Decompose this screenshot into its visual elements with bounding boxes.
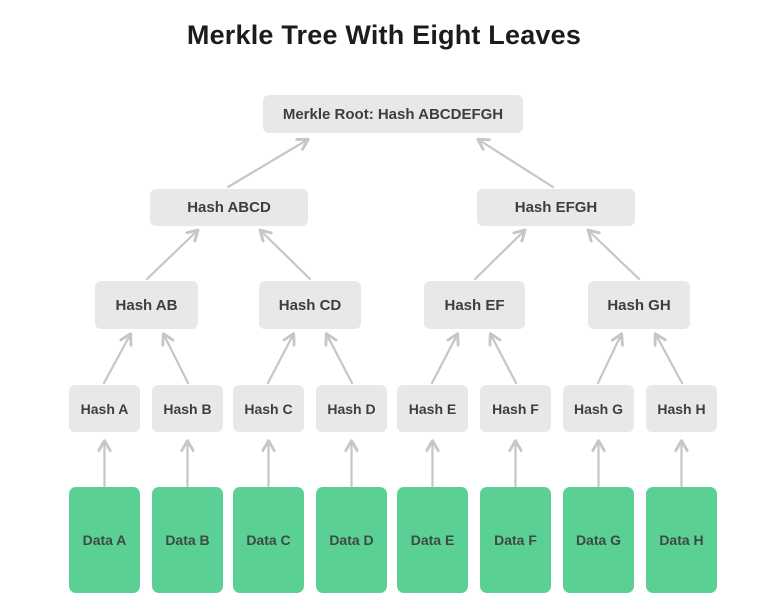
arrow-hashab-hashabcd (145, 228, 200, 281)
arrow-hashc-hashcd (266, 332, 296, 385)
node-hash-ab: Hash AB (95, 281, 198, 329)
node-data-g: Data G (563, 487, 634, 593)
arrow-hasha-hashab (102, 332, 133, 385)
node-data-d: Data D (316, 487, 387, 593)
arrow-hashabcd-root (226, 137, 310, 189)
node-data-c: Data C (233, 487, 304, 593)
node-hash-h: Hash H (646, 385, 717, 432)
diagram-title: Merkle Tree With Eight Leaves (186, 20, 582, 50)
node-hash-g: Hash G (563, 385, 634, 432)
arrow-hashd-hashcd (324, 332, 354, 385)
node-hash-b: Hash B (152, 385, 223, 432)
node-hash-abcd: Hash ABCD (150, 189, 308, 226)
node-hash-cd: Hash CD (259, 281, 361, 329)
node-merkle-root: Merkle Root: Hash ABCDEFGH (263, 95, 523, 133)
node-hash-e: Hash E (397, 385, 468, 432)
node-hash-efgh: Hash EFGH (477, 189, 635, 226)
node-data-a: Data A (69, 487, 140, 593)
arrow-hashf-hashef (488, 332, 518, 385)
node-data-b: Data B (152, 487, 223, 593)
arrow-hashb-hashab (161, 332, 190, 385)
arrow-hashe-hashef (430, 332, 460, 385)
edge-lines (97, 137, 689, 488)
node-hash-c: Hash C (233, 385, 304, 432)
node-hash-f: Hash F (480, 385, 551, 432)
arrow-hashgh-hashefgh (586, 228, 641, 281)
node-hash-ef: Hash EF (424, 281, 525, 329)
node-data-e: Data E (397, 487, 468, 593)
arrow-hashh-hashgh (653, 332, 684, 385)
node-data-h: Data H (646, 487, 717, 593)
node-hash-d: Hash D (316, 385, 387, 432)
arrow-hashef-hashefgh (473, 228, 527, 281)
arrow-hashcd-hashabcd (258, 228, 312, 281)
node-hash-a: Hash A (69, 385, 140, 432)
arrow-hashg-hashgh (596, 332, 624, 385)
arrow-hashefgh-root (476, 137, 555, 189)
node-data-f: Data F (480, 487, 551, 593)
node-hash-gh: Hash GH (588, 281, 690, 329)
